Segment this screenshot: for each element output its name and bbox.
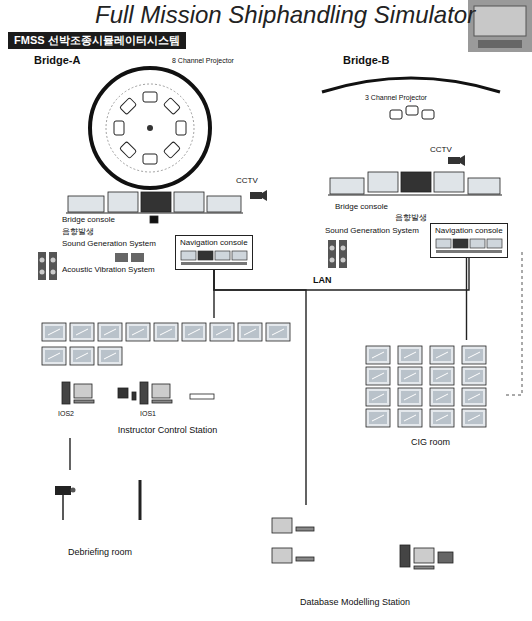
station-area: Database Modelling Station xyxy=(255,505,455,610)
part-label: IOS1 xyxy=(140,410,156,418)
area-heading: Bridge-B xyxy=(343,54,389,67)
part-label: IOS2 xyxy=(58,410,74,418)
lan-cable xyxy=(466,258,467,340)
part-label: Bridge console xyxy=(335,203,388,212)
node-label: Navigation console xyxy=(180,238,248,248)
part-label: Acoustic Vibration System xyxy=(62,266,155,275)
area-heading: Bridge-A xyxy=(34,54,80,67)
bridge-area: Bridge-A Navigation console xyxy=(30,52,300,292)
cctv-camera xyxy=(448,155,465,166)
part-label: CCTV xyxy=(236,177,258,186)
station-area: Instructor Control Station xyxy=(35,318,300,438)
cig-monitors xyxy=(366,346,486,427)
instructor-monitors xyxy=(42,323,290,365)
title-band: FMSS 선박조종시뮬레이터시스템 xyxy=(8,32,186,49)
station-area: CIG room xyxy=(358,340,503,450)
lan-cable xyxy=(214,270,306,505)
part-label: Sound Generation System xyxy=(62,240,156,249)
dashed-link xyxy=(506,252,522,395)
node-label: Database Modelling Station xyxy=(300,597,410,608)
monitor-photo xyxy=(468,0,532,52)
lan-cable xyxy=(69,438,70,470)
database-computers xyxy=(272,518,453,569)
node-label: Instructor Control Station xyxy=(118,425,218,436)
cctv-camera xyxy=(250,190,267,201)
console-screens xyxy=(180,250,248,266)
console-box: Navigation console xyxy=(175,235,253,270)
speaker-symbol xyxy=(38,252,57,280)
part-label: CCTV xyxy=(430,146,452,155)
part-label: 음향발생 xyxy=(62,228,94,237)
speaker-symbol xyxy=(328,240,347,268)
part-label: 3 Channel Projector xyxy=(365,94,427,102)
lan-cable xyxy=(213,270,214,318)
bridge-console-b xyxy=(328,172,502,195)
console-screens xyxy=(435,238,503,254)
title: Full Mission Shiphandling Simulator xyxy=(95,2,475,28)
part-label: 음향발생 xyxy=(395,214,427,223)
workstation xyxy=(62,382,214,404)
station-area: Debriefing room xyxy=(25,470,175,560)
part-label: Bridge console xyxy=(62,216,115,225)
part-label: 8 Channel Projector xyxy=(172,57,234,65)
node-label: Navigation console xyxy=(435,226,503,236)
node-label: CIG room xyxy=(411,437,450,448)
console-box: Navigation console xyxy=(430,223,508,258)
projection-ring xyxy=(90,68,210,188)
vibration-unit xyxy=(115,253,144,262)
edge-label: LAN xyxy=(311,276,334,286)
subtitle: FMSS 선박조종시뮬레이터시스템 xyxy=(14,34,180,47)
part-label: Sound Generation System xyxy=(325,227,419,236)
debriefing-equipment xyxy=(55,480,140,520)
projection-arc xyxy=(322,78,500,119)
node-label: Debriefing room xyxy=(68,547,132,558)
